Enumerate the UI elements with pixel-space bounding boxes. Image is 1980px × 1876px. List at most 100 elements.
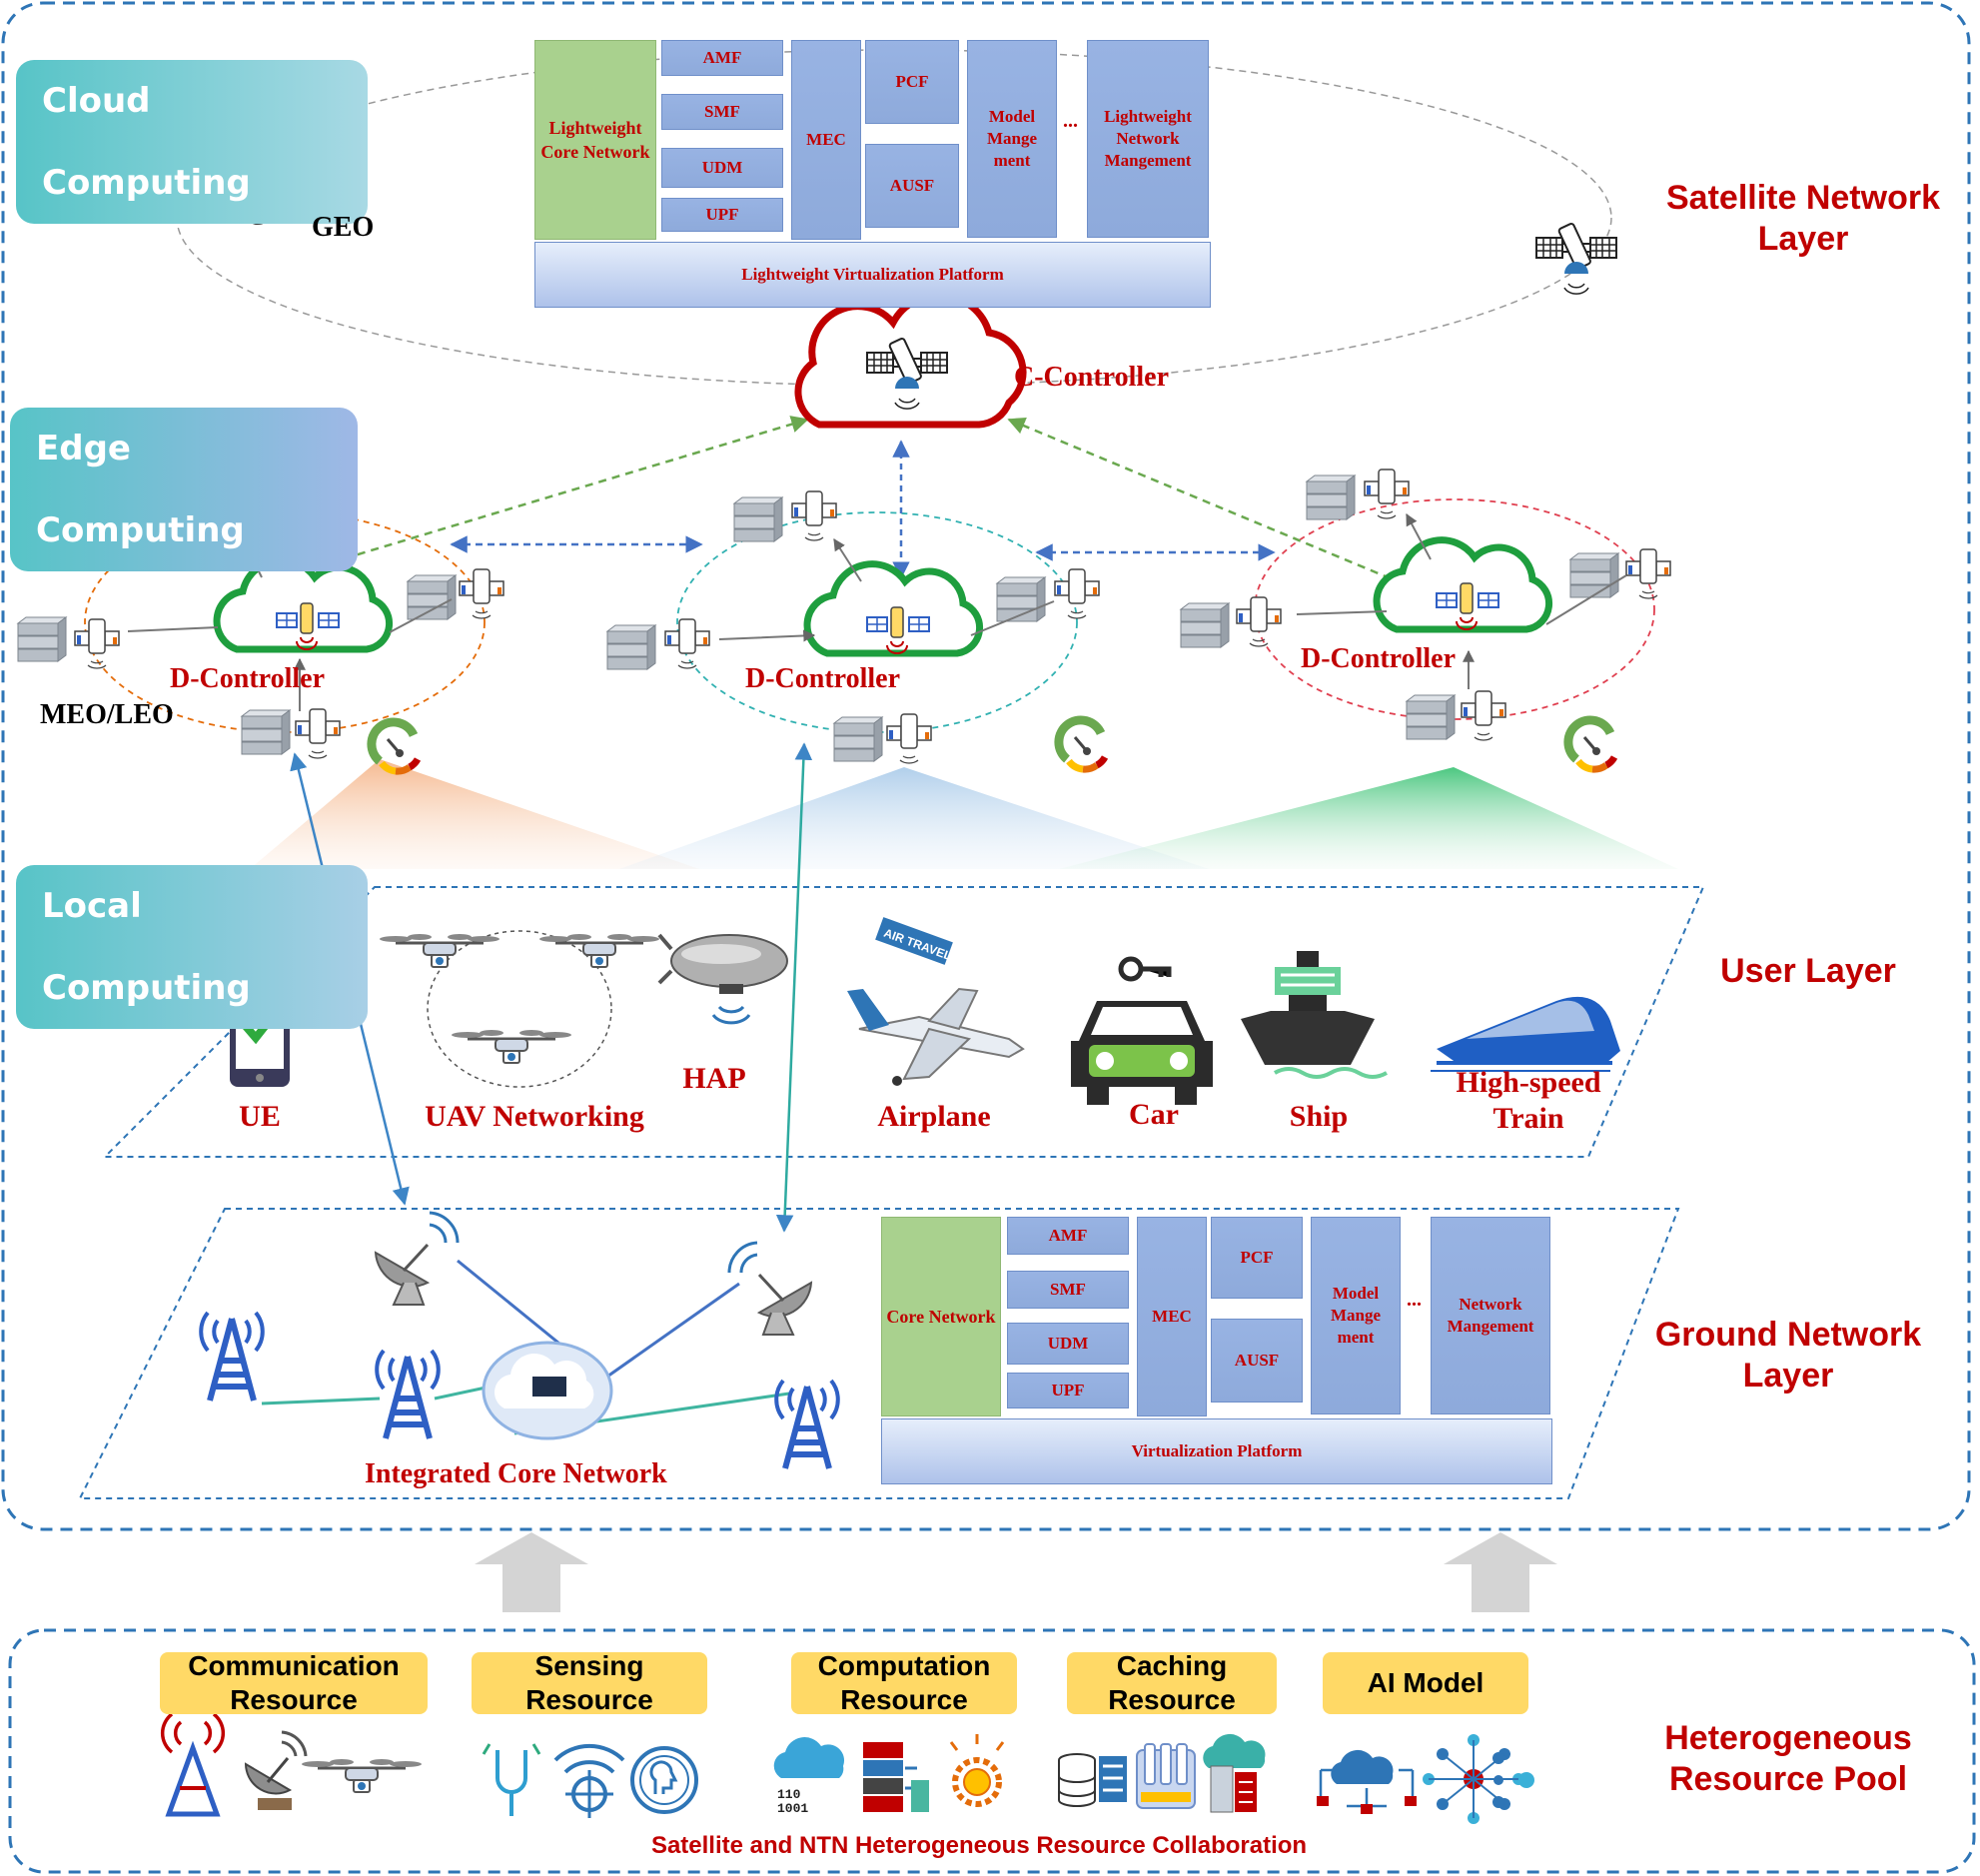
- gauge-icon: [1568, 720, 1614, 769]
- gear-bulb-icon: [949, 1734, 1005, 1807]
- cloud-icon: [217, 560, 390, 649]
- ai-head-icon: [630, 1746, 698, 1814]
- svg-text:1001: 1001: [777, 1801, 808, 1816]
- local-computing-label: Local Computing: [16, 865, 368, 1029]
- edge-computing-label: Edge Computing: [10, 408, 358, 571]
- ground-network-layer-title: Ground Network Layer: [1654, 1316, 1922, 1395]
- satellite-icon: [459, 568, 504, 619]
- gauge-icon: [1059, 720, 1105, 769]
- user-layer-title: User Layer: [1720, 952, 1896, 990]
- lightweight-core-network-block: Lightweight Core Network: [534, 40, 656, 240]
- cloud-icon: [482, 1341, 613, 1440]
- ground-model-management-block: Model Mange ment: [1311, 1217, 1401, 1414]
- hap-label: HAP: [682, 1062, 746, 1095]
- sat-amf-block: AMF: [661, 40, 783, 76]
- ground-pcf-block: PCF: [1211, 1217, 1303, 1299]
- c-controller-label: C-Controller: [1014, 362, 1169, 393]
- footer-caption: Satellite and NTN Heterogeneous Resource…: [650, 1832, 1308, 1859]
- antenna-icon: [482, 1743, 541, 1816]
- satellite-icon: [1364, 469, 1410, 519]
- server-rack-icon: [863, 1742, 929, 1812]
- caching-resource-box: Caching Resource: [1067, 1650, 1277, 1715]
- server-icon: [407, 574, 457, 620]
- memory-icon: [1136, 1743, 1196, 1809]
- cloud-network-icon: [1317, 1749, 1417, 1814]
- satellite-network-layer-title: Satellite Network Layer: [1666, 179, 1940, 258]
- d-controller-left-label: D-Controller: [170, 663, 325, 694]
- sat-pcf-block: PCF: [865, 40, 959, 124]
- server-icon: [17, 616, 67, 662]
- satellite-icon: [1535, 222, 1617, 296]
- cell-tower-icon: [160, 1712, 226, 1817]
- ground-mec-block: MEC: [1137, 1217, 1207, 1416]
- geo-label: GEO: [312, 212, 375, 243]
- drone-icon: [300, 1757, 424, 1794]
- ue-label: UE: [239, 1100, 281, 1133]
- server-icon: [1569, 552, 1619, 598]
- ground-upf-block: UPF: [1007, 1373, 1129, 1408]
- airplane-label: Airplane: [877, 1100, 991, 1133]
- database-icon: [1058, 1753, 1127, 1807]
- train-icon: [1431, 996, 1620, 1072]
- satellite-icon: [886, 713, 932, 764]
- wifi-target-icon: [553, 1743, 625, 1818]
- satellite-icon: [791, 490, 837, 541]
- cloud-computing-label: Cloud Computing: [16, 60, 368, 224]
- binary-text: 110: [777, 1787, 801, 1802]
- virtualization-platform: Virtualization Platform: [881, 1418, 1552, 1484]
- neural-network-icon: [1423, 1734, 1524, 1824]
- communication-resource-box: Communication Resource: [160, 1650, 428, 1715]
- satellite-icon: [1054, 568, 1100, 619]
- ai-model-box: AI Model: [1323, 1652, 1528, 1714]
- server-icon: [1406, 694, 1456, 740]
- airplane-icon: AIR TRAVEL: [847, 917, 1025, 1086]
- ground-ellipsis: ...: [1407, 1289, 1422, 1311]
- d-controller-right-label: D-Controller: [1301, 643, 1456, 674]
- server-icon: [606, 624, 656, 670]
- cloud-icon: 110 1001: [773, 1737, 845, 1816]
- sat-upf-block: UPF: [661, 198, 783, 232]
- computation-resource-box: Computation Resource: [791, 1650, 1017, 1715]
- integrated-core-network-label: Integrated Core Network: [365, 1458, 667, 1489]
- server-icon: [833, 716, 883, 762]
- ground-smf-block: SMF: [1007, 1271, 1129, 1309]
- satellite-icon: [1236, 596, 1282, 647]
- sat-model-management-block: Model Mange ment: [967, 40, 1057, 238]
- sat-ellipsis: ...: [1063, 110, 1078, 132]
- cloud-icon: [1377, 540, 1549, 629]
- sat-mec-block: MEC: [791, 40, 861, 240]
- cloud-icon: [807, 564, 980, 653]
- ship-icon: [1241, 951, 1388, 1079]
- resource-pool-title: Heterogeneous Resource Pool: [1664, 1719, 1912, 1798]
- satellite-icon: [1461, 690, 1506, 741]
- satellite-icon: [664, 618, 710, 669]
- meo-leo-label: MEO/LEO: [40, 699, 174, 730]
- ground-amf-block: AMF: [1007, 1217, 1129, 1255]
- dish-antenna-icon: [244, 1730, 308, 1810]
- server-icon: [241, 709, 291, 755]
- airship-icon: [657, 933, 788, 1025]
- d-controller-middle-label: D-Controller: [745, 663, 900, 694]
- car-icon: [1071, 956, 1213, 1105]
- ship-label: Ship: [1289, 1100, 1349, 1133]
- uav-networking-label: UAV Networking: [425, 1100, 644, 1133]
- sensing-resource-box: Sensing Resource: [472, 1650, 707, 1715]
- server-icon: [1180, 602, 1230, 648]
- server-icon: [733, 496, 783, 542]
- cloud-server-icon: [1203, 1733, 1266, 1813]
- high-speed-train-label: High-speed Train: [1456, 1066, 1601, 1135]
- sat-network-management-block: Lightweight Network Mangement: [1087, 40, 1209, 238]
- sat-smf-block: SMF: [661, 94, 783, 130]
- server-icon: [1306, 474, 1356, 520]
- core-network-block: Core Network: [881, 1217, 1001, 1416]
- sat-ausf-block: AUSF: [865, 144, 959, 228]
- ground-udm-block: UDM: [1007, 1323, 1129, 1365]
- tree-network-icon: [1492, 1752, 1534, 1808]
- ground-network-management-block: Network Mangement: [1431, 1217, 1550, 1414]
- car-label: Car: [1129, 1098, 1179, 1131]
- lightweight-virtualization-platform: Lightweight Virtualization Platform: [534, 242, 1211, 308]
- ground-ausf-block: AUSF: [1211, 1319, 1303, 1403]
- satellite-icon: [295, 708, 341, 759]
- sat-udm-block: UDM: [661, 148, 783, 188]
- satellite-icon: [1625, 548, 1671, 599]
